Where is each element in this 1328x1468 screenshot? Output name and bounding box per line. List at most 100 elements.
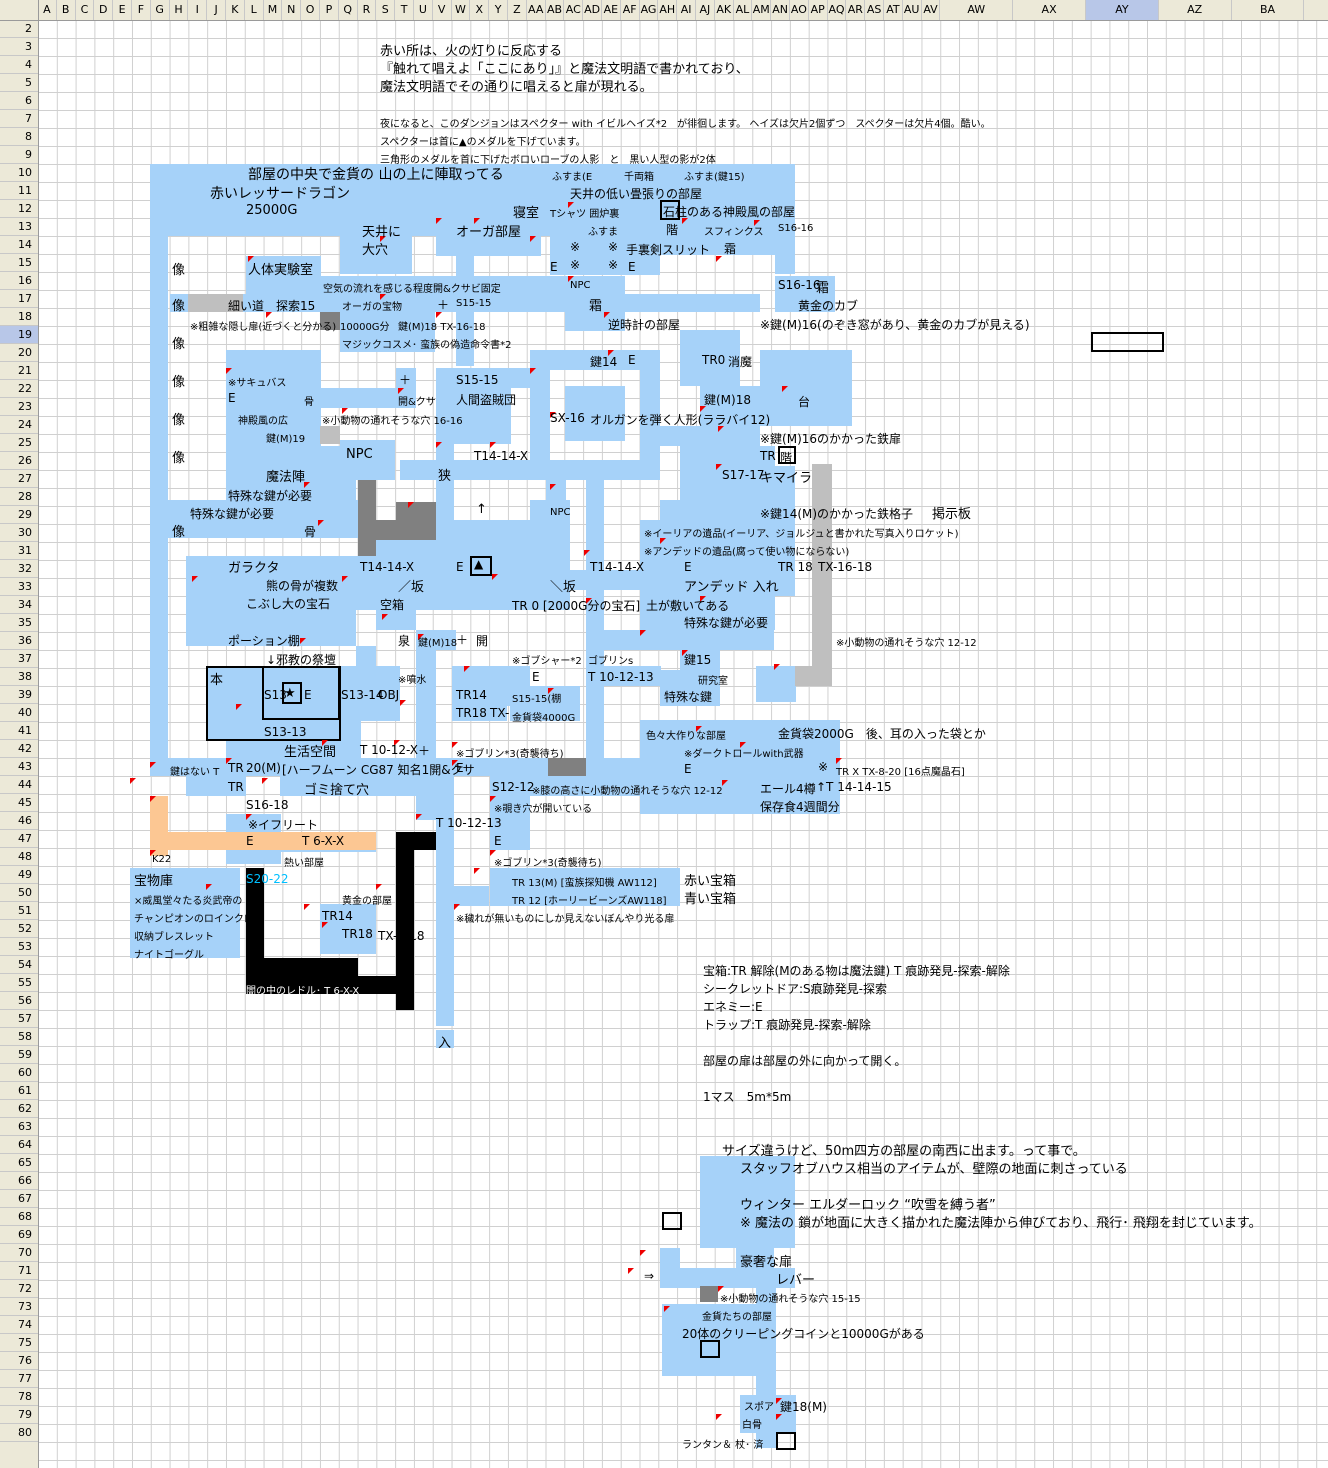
column-header[interactable]: AF <box>621 0 640 20</box>
column-header[interactable]: AK <box>715 0 734 20</box>
column-header[interactable]: AX <box>1013 0 1086 20</box>
column-header[interactable]: AJ <box>696 0 715 20</box>
column-header[interactable]: F <box>132 0 151 20</box>
column-header[interactable]: AH <box>658 0 678 20</box>
row-header[interactable]: 47 <box>0 830 38 848</box>
column-header[interactable]: AW <box>940 0 1014 20</box>
row-header[interactable]: 66 <box>0 1172 38 1190</box>
column-header[interactable]: G <box>151 0 170 20</box>
row-header[interactable]: 7 <box>0 110 38 128</box>
row-header[interactable]: 19 <box>0 326 38 344</box>
column-header[interactable]: AY <box>1086 0 1159 20</box>
column-header[interactable]: AV <box>922 0 941 20</box>
row-header[interactable]: 43 <box>0 758 38 776</box>
row-header[interactable]: 44 <box>0 776 38 794</box>
column-header[interactable]: R <box>358 0 377 20</box>
row-header[interactable]: 5 <box>0 74 38 92</box>
column-header[interactable]: BA <box>1232 0 1305 20</box>
column-header[interactable]: T <box>395 0 414 20</box>
row-header[interactable]: 53 <box>0 938 38 956</box>
column-header[interactable]: AN <box>771 0 790 20</box>
row-header[interactable]: 14 <box>0 236 38 254</box>
column-header[interactable]: P <box>320 0 339 20</box>
row-header[interactable]: 72 <box>0 1280 38 1298</box>
column-header[interactable]: N <box>282 0 302 20</box>
column-header[interactable]: K <box>226 0 245 20</box>
row-header[interactable]: 36 <box>0 632 38 650</box>
column-header[interactable]: I <box>188 0 208 20</box>
row-header[interactable]: 34 <box>0 596 38 614</box>
row-header[interactable]: 49 <box>0 866 38 884</box>
row-header[interactable]: 13 <box>0 218 38 236</box>
row-header[interactable]: 41 <box>0 722 38 740</box>
row-header[interactable]: 73 <box>0 1298 38 1316</box>
column-header[interactable]: AU <box>903 0 922 20</box>
column-header[interactable]: AA <box>527 0 546 20</box>
row-header[interactable]: 35 <box>0 614 38 632</box>
column-header[interactable]: B <box>57 0 76 20</box>
row-header[interactable]: 24 <box>0 416 38 434</box>
select-all-corner[interactable] <box>0 0 39 21</box>
row-header[interactable]: 61 <box>0 1082 38 1100</box>
row-header[interactable]: 63 <box>0 1118 38 1136</box>
row-header[interactable]: 76 <box>0 1352 38 1370</box>
row-header[interactable]: 46 <box>0 812 38 830</box>
column-header[interactable]: S <box>376 0 396 20</box>
row-header[interactable]: 38 <box>0 668 38 686</box>
row-header[interactable]: 54 <box>0 956 38 974</box>
row-header[interactable]: 71 <box>0 1262 38 1280</box>
row-header[interactable]: 57 <box>0 1010 38 1028</box>
column-header[interactable]: M <box>264 0 283 20</box>
column-header[interactable]: C <box>76 0 95 20</box>
column-header[interactable]: E <box>113 0 132 20</box>
row-header[interactable]: 20 <box>0 344 38 362</box>
column-header[interactable]: A <box>38 0 57 20</box>
column-header[interactable]: W <box>452 0 471 20</box>
column-header[interactable]: AC <box>564 0 584 20</box>
row-header[interactable]: 17 <box>0 290 38 308</box>
row-header[interactable]: 21 <box>0 362 38 380</box>
column-header[interactable]: J <box>207 0 226 20</box>
row-header[interactable]: 15 <box>0 254 38 272</box>
column-header[interactable]: AS <box>865 0 884 20</box>
row-header[interactable]: 52 <box>0 920 38 938</box>
column-header[interactable]: AZ <box>1159 0 1232 20</box>
column-header[interactable]: V <box>433 0 452 20</box>
row-header[interactable]: 37 <box>0 650 38 668</box>
column-header[interactable]: AE <box>602 0 621 20</box>
row-header[interactable]: 26 <box>0 452 38 470</box>
row-header[interactable]: 80 <box>0 1424 38 1442</box>
column-header[interactable]: AT <box>884 0 903 20</box>
row-header[interactable]: 12 <box>0 200 38 218</box>
row-header[interactable]: 48 <box>0 848 38 866</box>
row-header[interactable]: 4 <box>0 56 38 74</box>
row-header[interactable]: 18 <box>0 308 38 326</box>
row-header[interactable]: 79 <box>0 1406 38 1424</box>
column-header[interactable]: X <box>470 0 490 20</box>
row-header[interactable]: 65 <box>0 1154 38 1172</box>
row-header[interactable]: 75 <box>0 1334 38 1352</box>
row-header[interactable]: 64 <box>0 1136 38 1154</box>
row-header[interactable]: 9 <box>0 146 38 164</box>
row-header[interactable]: 22 <box>0 380 38 398</box>
row-header[interactable]: 11 <box>0 182 38 200</box>
column-header[interactable]: AG <box>640 0 659 20</box>
row-header[interactable]: 68 <box>0 1208 38 1226</box>
row-header[interactable]: 27 <box>0 470 38 488</box>
row-header[interactable]: 29 <box>0 506 38 524</box>
row-header[interactable]: 69 <box>0 1226 38 1244</box>
column-header[interactable]: L <box>245 0 264 20</box>
row-header[interactable]: 58 <box>0 1028 38 1046</box>
row-header[interactable]: 8 <box>0 128 38 146</box>
column-header[interactable]: O <box>301 0 320 20</box>
row-header[interactable]: 6 <box>0 92 38 110</box>
column-header[interactable]: AB <box>546 0 565 20</box>
row-header[interactable]: 59 <box>0 1046 38 1064</box>
column-header[interactable]: AP <box>809 0 828 20</box>
row-header[interactable]: 30 <box>0 524 38 542</box>
row-header[interactable]: 51 <box>0 902 38 920</box>
row-header[interactable]: 50 <box>0 884 38 902</box>
column-header[interactable]: AM <box>752 0 772 20</box>
column-header[interactable]: H <box>170 0 189 20</box>
column-header[interactable]: D <box>94 0 114 20</box>
